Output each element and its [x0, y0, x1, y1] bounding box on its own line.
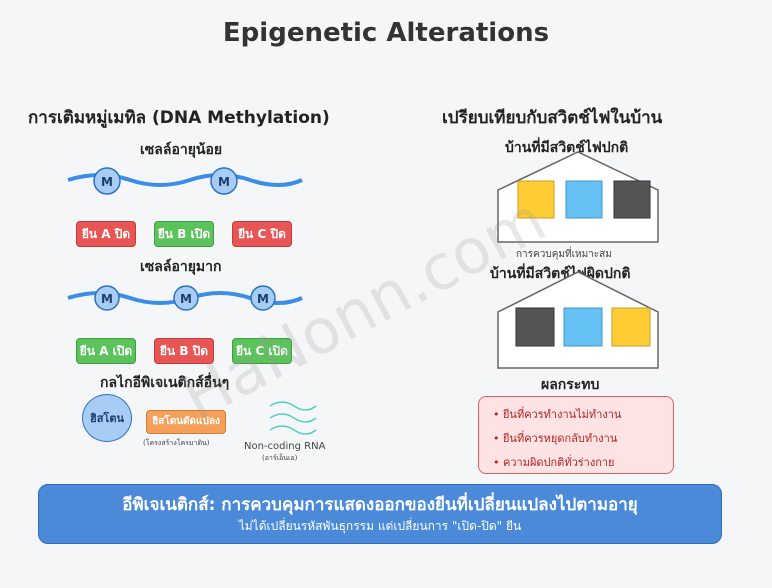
old-gene-a: ยีน A เปิด: [76, 338, 136, 364]
histone-label: ฮิสโตน: [90, 412, 124, 425]
young-methyl-marker-1: M: [93, 167, 121, 195]
modified-histone-sub: (โครงสร้างโครมาติน): [143, 439, 210, 447]
young-gene-c: ยีน C ปิด: [232, 221, 292, 247]
abnormal-house-label: บ้านที่มีสวิตช์ไฟผิดปกติ: [490, 266, 631, 282]
effect-item: • ยีนที่ควรทำงานไม่ทำงาน: [493, 408, 622, 421]
marker-label: M: [218, 175, 230, 189]
young-dna-diagram: M M: [67, 167, 303, 195]
young-gene-b: ยีน B เปิด: [154, 221, 214, 247]
switch-blue: [565, 180, 603, 219]
modified-histone-box: [146, 410, 226, 434]
normal-caption: การควบคุมที่เหมาะสม: [516, 249, 612, 260]
switch-on-yellow: [517, 180, 555, 219]
effects-box: • ยีนที่ควรทำงานไม่ทำงาน • ยีนที่ควรหยุด…: [478, 396, 674, 474]
methylation-heading: การเติมหมู่เมทิล (DNA Methylation): [28, 108, 330, 128]
marker-label: M: [101, 292, 113, 306]
effect-item: • ยีนที่ควรหยุดกลับทำงาน: [493, 432, 618, 445]
young-cell-label: เซลล์อายุน้อย: [140, 142, 223, 158]
ncrna-wave-icon: [269, 401, 317, 435]
ncrna-sub: (อาร์เอ็นเอ): [262, 454, 298, 462]
old-dna-diagram: M M M: [67, 285, 303, 311]
switch-off-dark: [613, 180, 651, 219]
modified-histone-label: ฮิสโตนดัดแปลง: [152, 416, 220, 427]
normal-house-label: บ้านที่มีสวิตช์ไฟปกติ: [505, 140, 629, 156]
old-methyl-marker-1: M: [94, 285, 120, 311]
ncrna-label: Non-coding RNA: [244, 441, 326, 452]
switch-on-yellow: [611, 307, 651, 347]
effect-item: • ความผิดปกติทั่วร่างกาย: [493, 456, 615, 469]
old-gene-c: ยีน C เปิด: [232, 338, 292, 364]
young-gene-a: ยีน A ปิด: [76, 221, 136, 247]
other-mechanisms-heading: กลไกอีพิเจเนติกส์อื่นๆ: [100, 375, 230, 391]
abnormal-house-diagram: [497, 271, 659, 369]
marker-label: M: [257, 292, 269, 306]
old-methyl-marker-3: M: [250, 285, 276, 311]
marker-label: M: [101, 175, 113, 189]
marker-label: M: [180, 292, 192, 306]
old-gene-b: ยีน B ปิด: [154, 338, 214, 364]
page-title: Epigenetic Alterations: [222, 18, 550, 48]
young-methyl-marker-2: M: [210, 167, 238, 195]
summary-banner: อีพิเจเนติกส์: การควบคุมการแสดงออกของยีน…: [38, 484, 722, 544]
normal-house-diagram: [497, 151, 659, 243]
summary-line-2: ไม่ได้เปลี่ยนรหัสพันธุกรรม แต่เปลี่ยนการ…: [238, 519, 522, 533]
comparison-heading: เปรียบเทียบกับสวิตช์ไฟในบ้าน: [442, 108, 663, 128]
effects-heading: ผลกระทบ: [541, 377, 600, 393]
summary-line-1: อีพิเจเนติกส์: การควบคุมการแสดงออกของยีน…: [122, 495, 638, 515]
switch-blue: [563, 307, 603, 347]
old-methyl-marker-2: M: [173, 285, 199, 311]
old-cell-label: เซลล์อายุมาก: [140, 259, 222, 275]
switch-off-dark: [515, 307, 555, 347]
histone-circle: [82, 394, 132, 442]
